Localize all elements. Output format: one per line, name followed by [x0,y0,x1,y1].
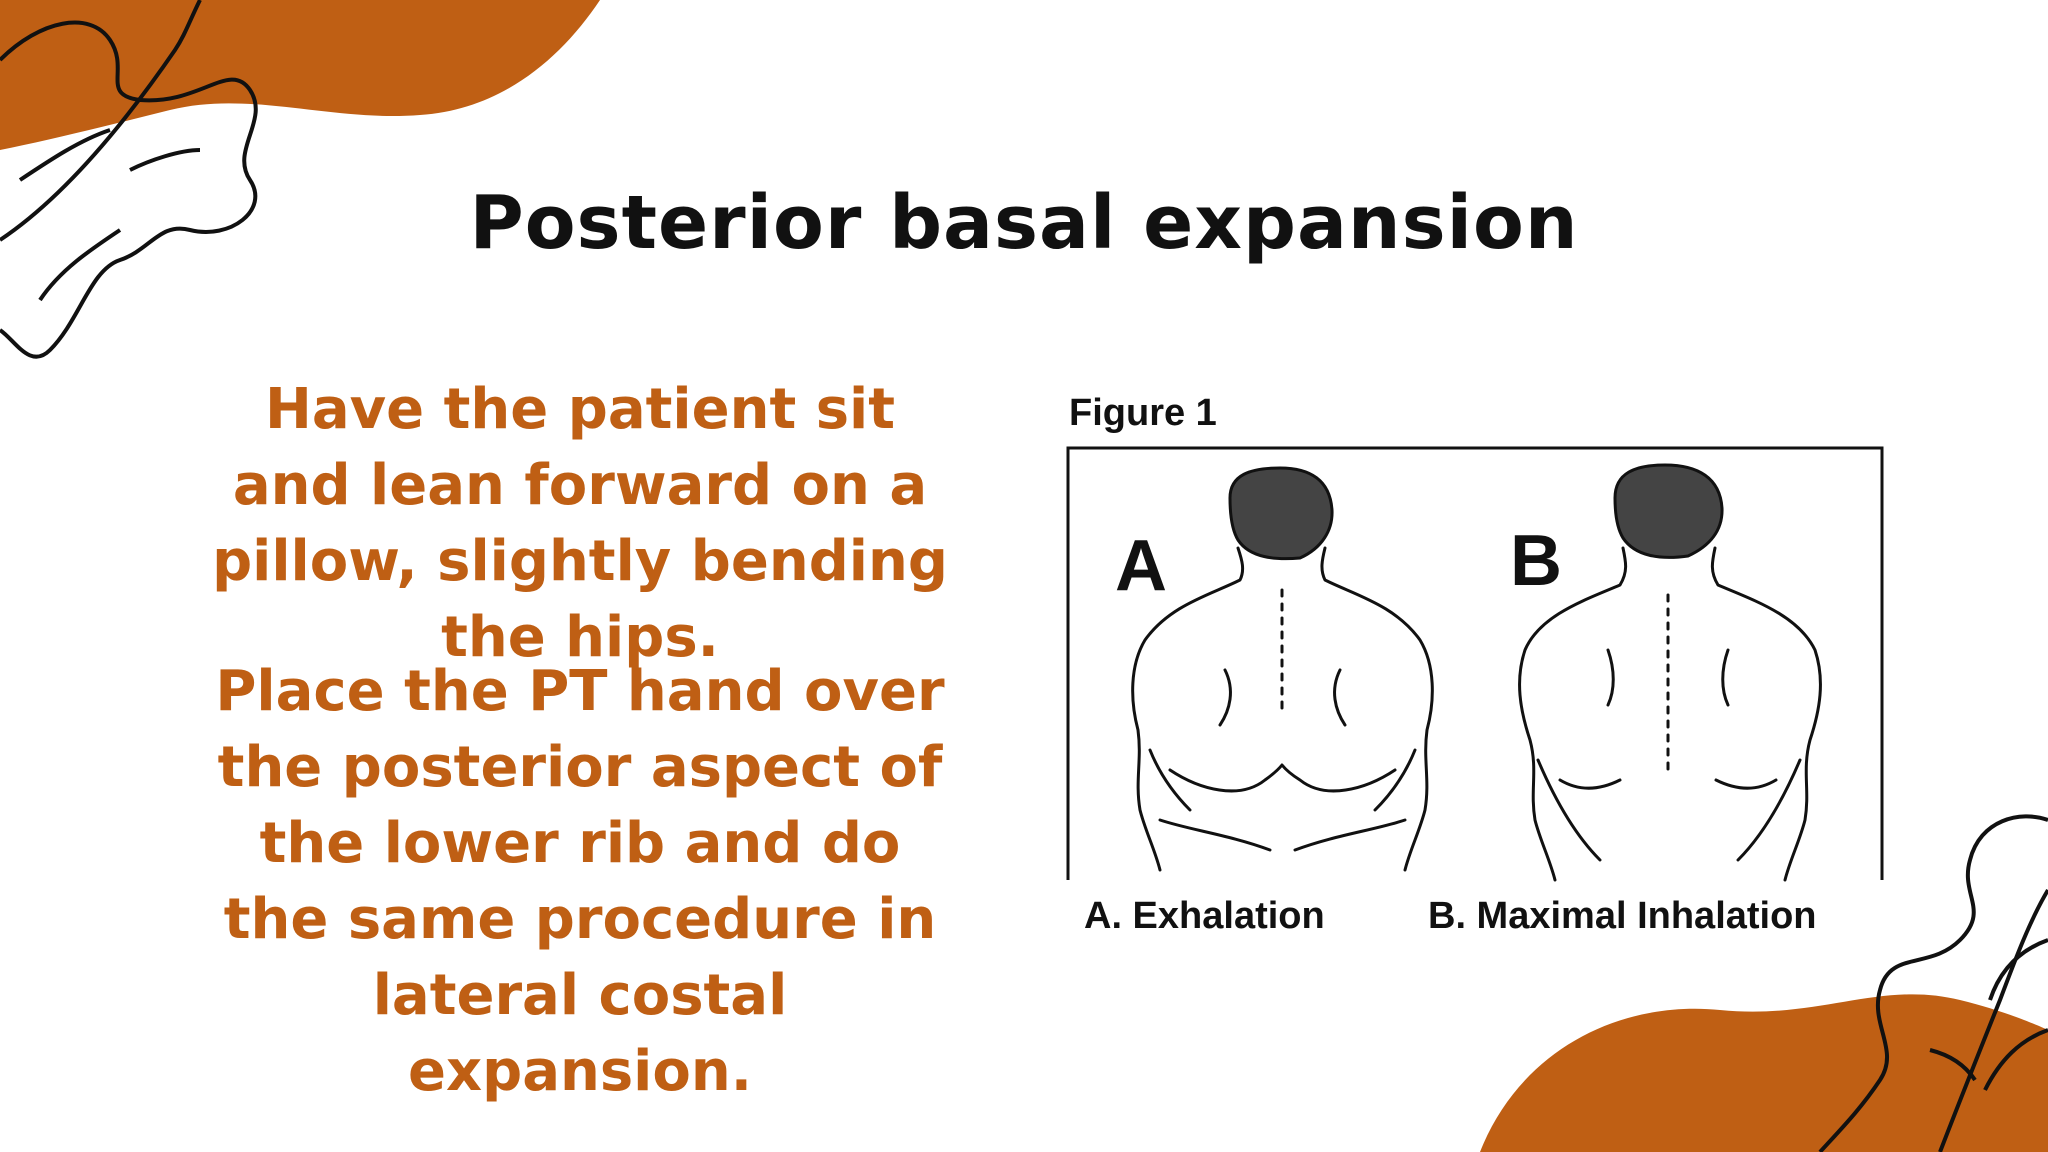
figure-label: Figure 1 [1069,392,1217,434]
caption-exhalation: A. Exhalation [1084,895,1325,937]
leaf-outline-icon [1818,814,2048,1152]
back-illustration-exhalation [1131,466,1434,872]
figure-frame [1066,446,1884,880]
head-a [1228,466,1334,561]
back-illustration-inhalation [1518,463,1822,882]
head-b [1613,463,1724,559]
bottom-right-decoration [1480,814,2048,1152]
instruction-paragraph-2: Place the PT hand over the posterior asp… [215,659,945,1104]
instruction-paragraph-1: Have the patient sit and lean forward on… [212,377,948,670]
top-left-orange-blob [0,0,600,150]
caption-maximal-inhalation: B. Maximal Inhalation [1428,895,1817,937]
slide-title: Posterior basal expansion [469,180,1579,266]
bottom-right-orange-blob [1480,994,2048,1152]
panel-a-letter: A [1115,526,1167,606]
top-left-decoration [0,0,600,359]
panel-b-letter: B [1510,521,1562,601]
leaf-outline-icon [0,0,258,359]
figure-1: Figure 1 A B A. Exhalation B. Maximal In… [1066,392,1884,937]
